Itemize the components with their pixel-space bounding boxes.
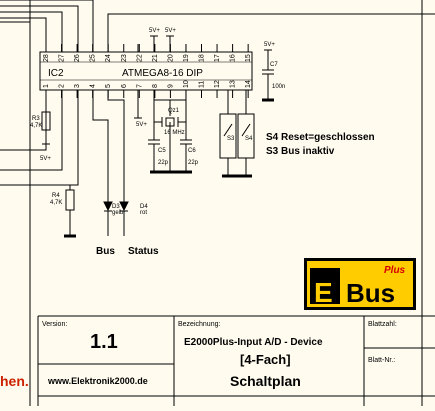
- led-d3-d4: [92, 90, 129, 236]
- title-block-grid: [37, 315, 435, 406]
- website: www.Elektronik2000.de: [47, 376, 148, 386]
- ic-bottom-pin-label: 12: [214, 80, 221, 88]
- ic-type: ATMEGA8-16 DIP: [122, 68, 203, 79]
- vplus-label-1: 5V+: [149, 28, 160, 34]
- logo-e: E: [314, 277, 333, 308]
- ic-bottom-pin-label: 8: [152, 84, 159, 88]
- d4-color: rot: [140, 210, 147, 216]
- ic-bottom-pin-label: 4: [90, 84, 97, 88]
- qz-label: Qz1: [168, 108, 180, 114]
- switches-s3-s4: [219, 90, 255, 178]
- ic-bottom-pin-label: 9: [167, 84, 174, 88]
- blattzahl-label: Blattzahl:: [368, 321, 397, 328]
- logo-e-box: [310, 268, 340, 304]
- resistor-r3: [0, 90, 63, 171]
- device-variant: [4-Fach]: [240, 352, 291, 367]
- r4-label: R4: [52, 193, 60, 199]
- status-label: Status: [128, 246, 159, 257]
- capacitor-c7: [262, 49, 274, 102]
- ic-body: [39, 51, 253, 91]
- s3-label: S3: [227, 136, 235, 142]
- ic-name: IC2: [48, 68, 64, 79]
- bus-label: Bus: [96, 246, 115, 257]
- c5-label: C5: [158, 148, 166, 154]
- vcc-connections-top: [137, 35, 187, 52]
- vplus-label-3: 5V+: [264, 42, 275, 48]
- ic-top-pin-label: 16: [230, 54, 237, 62]
- ic-bottom-pin-label: 3: [74, 84, 81, 88]
- bezeichnung-label: Bezeichnung:: [178, 321, 220, 328]
- doc-type: Schaltplan: [230, 373, 301, 389]
- ic-bottom-pin-label: 5: [105, 84, 112, 88]
- ic-top-pin-label: 15: [245, 54, 252, 62]
- d3-label: D3: [112, 204, 120, 210]
- ic-top-pin-label: 20: [167, 54, 174, 62]
- ic-bottom-pin-label: 1: [43, 84, 50, 88]
- ic-top-pin-label: 28: [43, 54, 50, 62]
- left-fragment-text: hen.: [0, 373, 29, 389]
- logo-sup: 2: [334, 275, 340, 287]
- c7-value: 100n: [272, 84, 285, 90]
- ic-top-pin-label: 22: [136, 54, 143, 62]
- ic-bottom-pin-label: 13: [230, 80, 237, 88]
- ic-top-pin-label: 21: [152, 54, 159, 62]
- c6-label: C6: [188, 148, 196, 154]
- resistor-r4: [0, 90, 79, 238]
- d3-color: gelb: [112, 210, 124, 216]
- ic-bottom-pin-label: 10: [183, 80, 190, 88]
- vplus-label-4: 5V+: [40, 156, 51, 162]
- s4-label: S4: [245, 136, 253, 142]
- crystal-circuit: [148, 90, 192, 174]
- c6-value: 22p: [188, 160, 199, 166]
- ic-bottom-pin-label: 7: [136, 84, 143, 88]
- ic-top-pin-label: 27: [59, 54, 66, 62]
- qz-value: 16 MHz: [164, 130, 185, 136]
- note-reset: S4 Reset=geschlossen: [266, 132, 375, 143]
- ic-bottom-pin-label: 11: [199, 81, 206, 88]
- r3-value: 4,7K: [30, 123, 42, 129]
- ic-bottom-pin-label: 14: [245, 80, 252, 88]
- blatt-nr-label: Blatt-Nr.:: [368, 357, 395, 364]
- vplus-label-2: 5V+: [165, 28, 176, 34]
- ic-top-pins: 28 27 26 25 24 23 22 21 20 19 18 17 16 15: [43, 44, 252, 62]
- r3-label: R3: [32, 116, 40, 122]
- ic-top-pin-label: 23: [121, 54, 128, 62]
- version-label: Version:: [42, 321, 67, 328]
- ic-bottom-pin-label: 6: [121, 84, 128, 88]
- ic-top-pin-label: 18: [199, 54, 206, 62]
- logo-bus: Bus: [346, 278, 395, 308]
- r4-value: 4,7K: [50, 200, 62, 206]
- c7-label: C7: [270, 62, 278, 68]
- ic-bottom-pin-label: 2: [59, 84, 66, 88]
- vplus-label-5: 5V+: [136, 122, 147, 128]
- ic-top-pin-label: 25: [90, 54, 97, 62]
- top-bus-wires: [0, 0, 435, 52]
- ic-top-pin-label: 19: [183, 54, 190, 62]
- c5-value: 22p: [158, 160, 169, 166]
- version-value: 1.1: [90, 331, 118, 353]
- logo-plus: Plus: [384, 265, 406, 276]
- ic-top-pin-label: 26: [74, 54, 81, 62]
- d4-label: D4: [140, 204, 148, 210]
- ic-top-pin-label: 24: [105, 54, 112, 62]
- ic-top-pin-label: 17: [214, 54, 221, 62]
- device-title: E2000Plus-Input A/D - Device: [184, 337, 323, 348]
- vcc-pin7: [134, 90, 142, 119]
- note-bus: S3 Bus inaktiv: [266, 146, 335, 157]
